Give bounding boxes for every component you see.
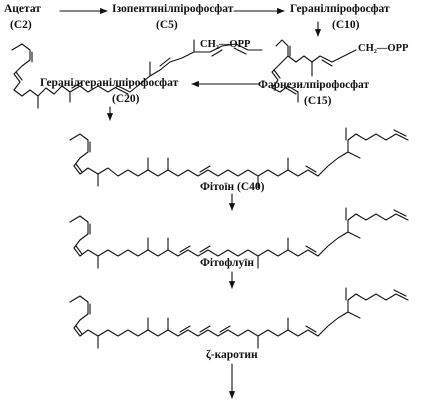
phytoene-structure <box>69 127 409 189</box>
label-gpp: Геранілпірофосфат <box>290 3 390 15</box>
fpp-structure <box>271 39 357 103</box>
label-fpp: Фарнезилпірофосфат <box>258 79 370 91</box>
phytofluene-structure <box>69 207 409 269</box>
label-zeta-carotene: ζ-каротин <box>206 349 258 361</box>
label-phytofluene: Фітофлуїн <box>200 257 255 269</box>
label-ggpp-carbons: (С20) <box>112 93 140 105</box>
label-fpp-carbons: (С15) <box>304 95 332 107</box>
label-ipp-carbons: (С5) <box>156 19 178 31</box>
label-gpp-carbons: (С10) <box>332 19 360 31</box>
label-acetate: Ацетат <box>4 3 41 15</box>
label-phytoene: Фітоїн (С40) <box>200 181 265 193</box>
label-ipp: Ізопентинілпірофосфат <box>112 3 234 15</box>
label-acetate-carbons: (С2) <box>10 19 32 31</box>
ggpp-structure <box>11 39 263 109</box>
label-ggpp: Геранілгеранілпірофосфат <box>40 77 179 89</box>
label-fpp-terminal-group: CH₂—OPP <box>358 43 409 54</box>
label-ggpp-terminal-group: CH₂—OPP <box>200 39 251 50</box>
zeta-carotene-structure <box>69 287 409 349</box>
